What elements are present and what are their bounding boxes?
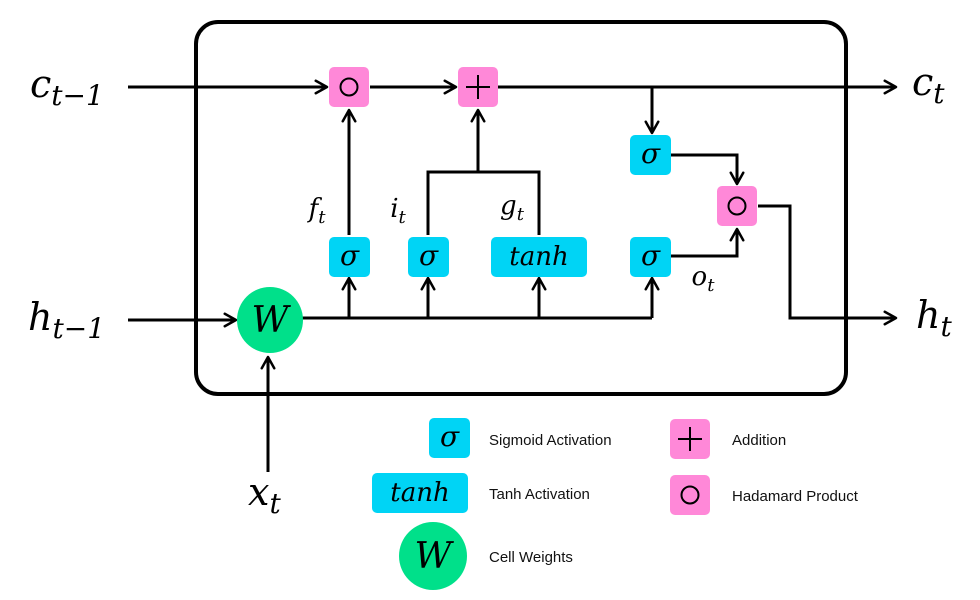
- candidate-tanh-box: [491, 237, 587, 277]
- label-output-gate: ot: [692, 262, 716, 296]
- hadamard-icon: [339, 77, 359, 97]
- output-gate-node: σ: [630, 237, 671, 277]
- legend-item-weights: W Cell Weights: [399, 522, 573, 590]
- top-sigma-node: σ: [630, 135, 671, 175]
- lstm-cell-boundary: [194, 20, 848, 396]
- output-c: ct: [912, 60, 945, 110]
- input-gate-box: [408, 237, 449, 277]
- legend-hadamard-swatch: [670, 475, 710, 515]
- label-input-gate: it: [390, 194, 406, 228]
- label-forget-gate: ft: [307, 194, 327, 228]
- input-gate-node: σ: [408, 237, 449, 277]
- wires: [128, 79, 898, 472]
- legend-tanh-swatch: [372, 473, 468, 513]
- sigma-symbol: σ: [419, 239, 439, 272]
- forget-mult-node: [329, 67, 369, 107]
- legend: σ Sigmoid Activation tanh Tanh Activatio…: [372, 418, 859, 590]
- legend-item-hadamard: Hadamard Product: [670, 475, 859, 515]
- wire-output-gate-to-output-mult: [671, 227, 745, 258]
- legend-label-weights: Cell Weights: [489, 549, 573, 566]
- sigma-symbol: σ: [641, 239, 661, 272]
- legend-weights-swatch: [399, 522, 467, 590]
- plus-icon: [678, 427, 702, 451]
- output-mult-box: [717, 186, 757, 226]
- plus-icon: [466, 75, 490, 99]
- input-h-prev: ht−1: [28, 295, 105, 345]
- legend-label-addition: Addition: [732, 432, 786, 449]
- tanh-symbol: tanh: [390, 478, 449, 508]
- output-h: ht: [916, 293, 952, 343]
- legend-item-addition: Addition: [670, 419, 786, 459]
- tanh-symbol: tanh: [509, 242, 568, 272]
- legend-item-tanh: tanh Tanh Activation: [372, 473, 590, 513]
- candidate-tanh-node: tanh: [491, 237, 587, 277]
- weights-circle: [237, 287, 303, 353]
- wire-input-candidate-merge: [426, 170, 541, 235]
- legend-sigmoid-swatch: [429, 418, 470, 458]
- output-gate-box: [630, 237, 671, 277]
- legend-label-tanh: Tanh Activation: [489, 486, 590, 503]
- legend-item-sigmoid: σ Sigmoid Activation: [429, 418, 612, 458]
- add-node: [458, 67, 498, 107]
- weights-node: W: [237, 287, 303, 353]
- forget-gate-box: [329, 237, 370, 277]
- weights-symbol: W: [251, 300, 291, 341]
- sigma-symbol: σ: [641, 137, 661, 170]
- legend-label-hadamard: Hadamard Product: [732, 488, 859, 505]
- top-sigma-box: [630, 135, 671, 175]
- hadamard-icon: [727, 196, 747, 216]
- output-mult-node: [717, 186, 757, 226]
- input-c-prev: ct−1: [30, 62, 104, 112]
- wire-top-sigma-to-output-mult: [671, 153, 745, 186]
- legend-label-sigmoid: Sigmoid Activation: [489, 432, 612, 449]
- wire-output-mult-to-h-out: [758, 204, 898, 326]
- hadamard-icon: [680, 485, 700, 505]
- sigma-symbol: σ: [340, 239, 360, 272]
- sigma-symbol: σ: [440, 420, 460, 453]
- forget-gate-node: σ: [329, 237, 370, 277]
- forget-mult-box: [329, 67, 369, 107]
- input-x: xt: [248, 470, 281, 520]
- label-candidate: gt: [500, 191, 525, 225]
- weights-symbol: W: [414, 536, 454, 577]
